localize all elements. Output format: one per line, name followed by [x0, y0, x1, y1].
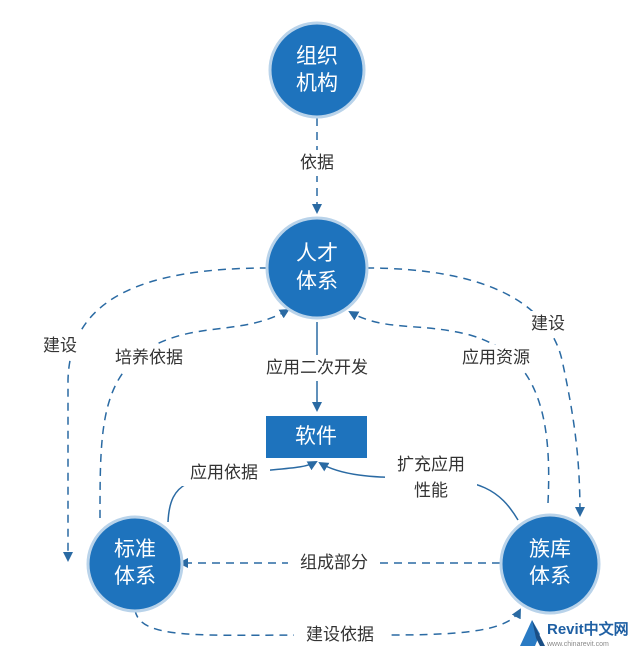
node-talent-line1: 人才: [296, 241, 338, 265]
node-talent: 人才 体系: [265, 216, 369, 320]
edge-labels: 依据 应用二次开发 建设 建设 培养依据 应用资源 应用依据 扩充应用 性能 组…: [38, 150, 571, 648]
label-extend-line1: 扩充应用: [397, 455, 465, 475]
label-build-right: 建设: [531, 314, 565, 334]
watermark-brand: Revit中文网: [547, 620, 629, 638]
label-basis: 依据: [300, 153, 334, 173]
node-org: 组织 机构: [268, 21, 366, 119]
software-label: 软件: [295, 424, 337, 448]
label-component: 组成部分: [300, 553, 368, 573]
edge-talent-to-standard: [63, 267, 269, 562]
software-node: 软件: [266, 416, 367, 458]
node-org-line2: 机构: [296, 71, 338, 95]
edge-standard-to-family: [134, 608, 521, 637]
node-talent-line2: 体系: [296, 269, 338, 293]
node-family-line1: 族库: [529, 537, 571, 561]
label-build-left: 建设: [43, 336, 77, 356]
watermark: Revit中文网 www.chinarevit.com: [520, 620, 629, 648]
node-family: 族库 体系: [499, 513, 601, 615]
label-app-resources: 应用资源: [462, 348, 530, 368]
node-standard-line2: 体系: [114, 564, 156, 588]
node-family-line2: 体系: [529, 564, 571, 588]
label-app-dev: 应用二次开发: [266, 358, 368, 378]
watermark-url: www.chinarevit.com: [546, 641, 609, 648]
label-build-basis: 建设依据: [306, 625, 374, 645]
edge-talent-to-family: [365, 267, 585, 517]
edge-standard-to-talent: [99, 308, 290, 519]
node-standard-line1: 标准: [114, 537, 156, 561]
label-training-basis: 培养依据: [115, 348, 183, 368]
label-extend-line2: 性能: [414, 481, 448, 501]
node-standard: 标准 体系: [86, 515, 184, 613]
edge-family-to-talent: [348, 311, 550, 504]
node-org-line1: 组织: [296, 44, 338, 68]
label-app-basis: 应用依据: [190, 463, 258, 483]
